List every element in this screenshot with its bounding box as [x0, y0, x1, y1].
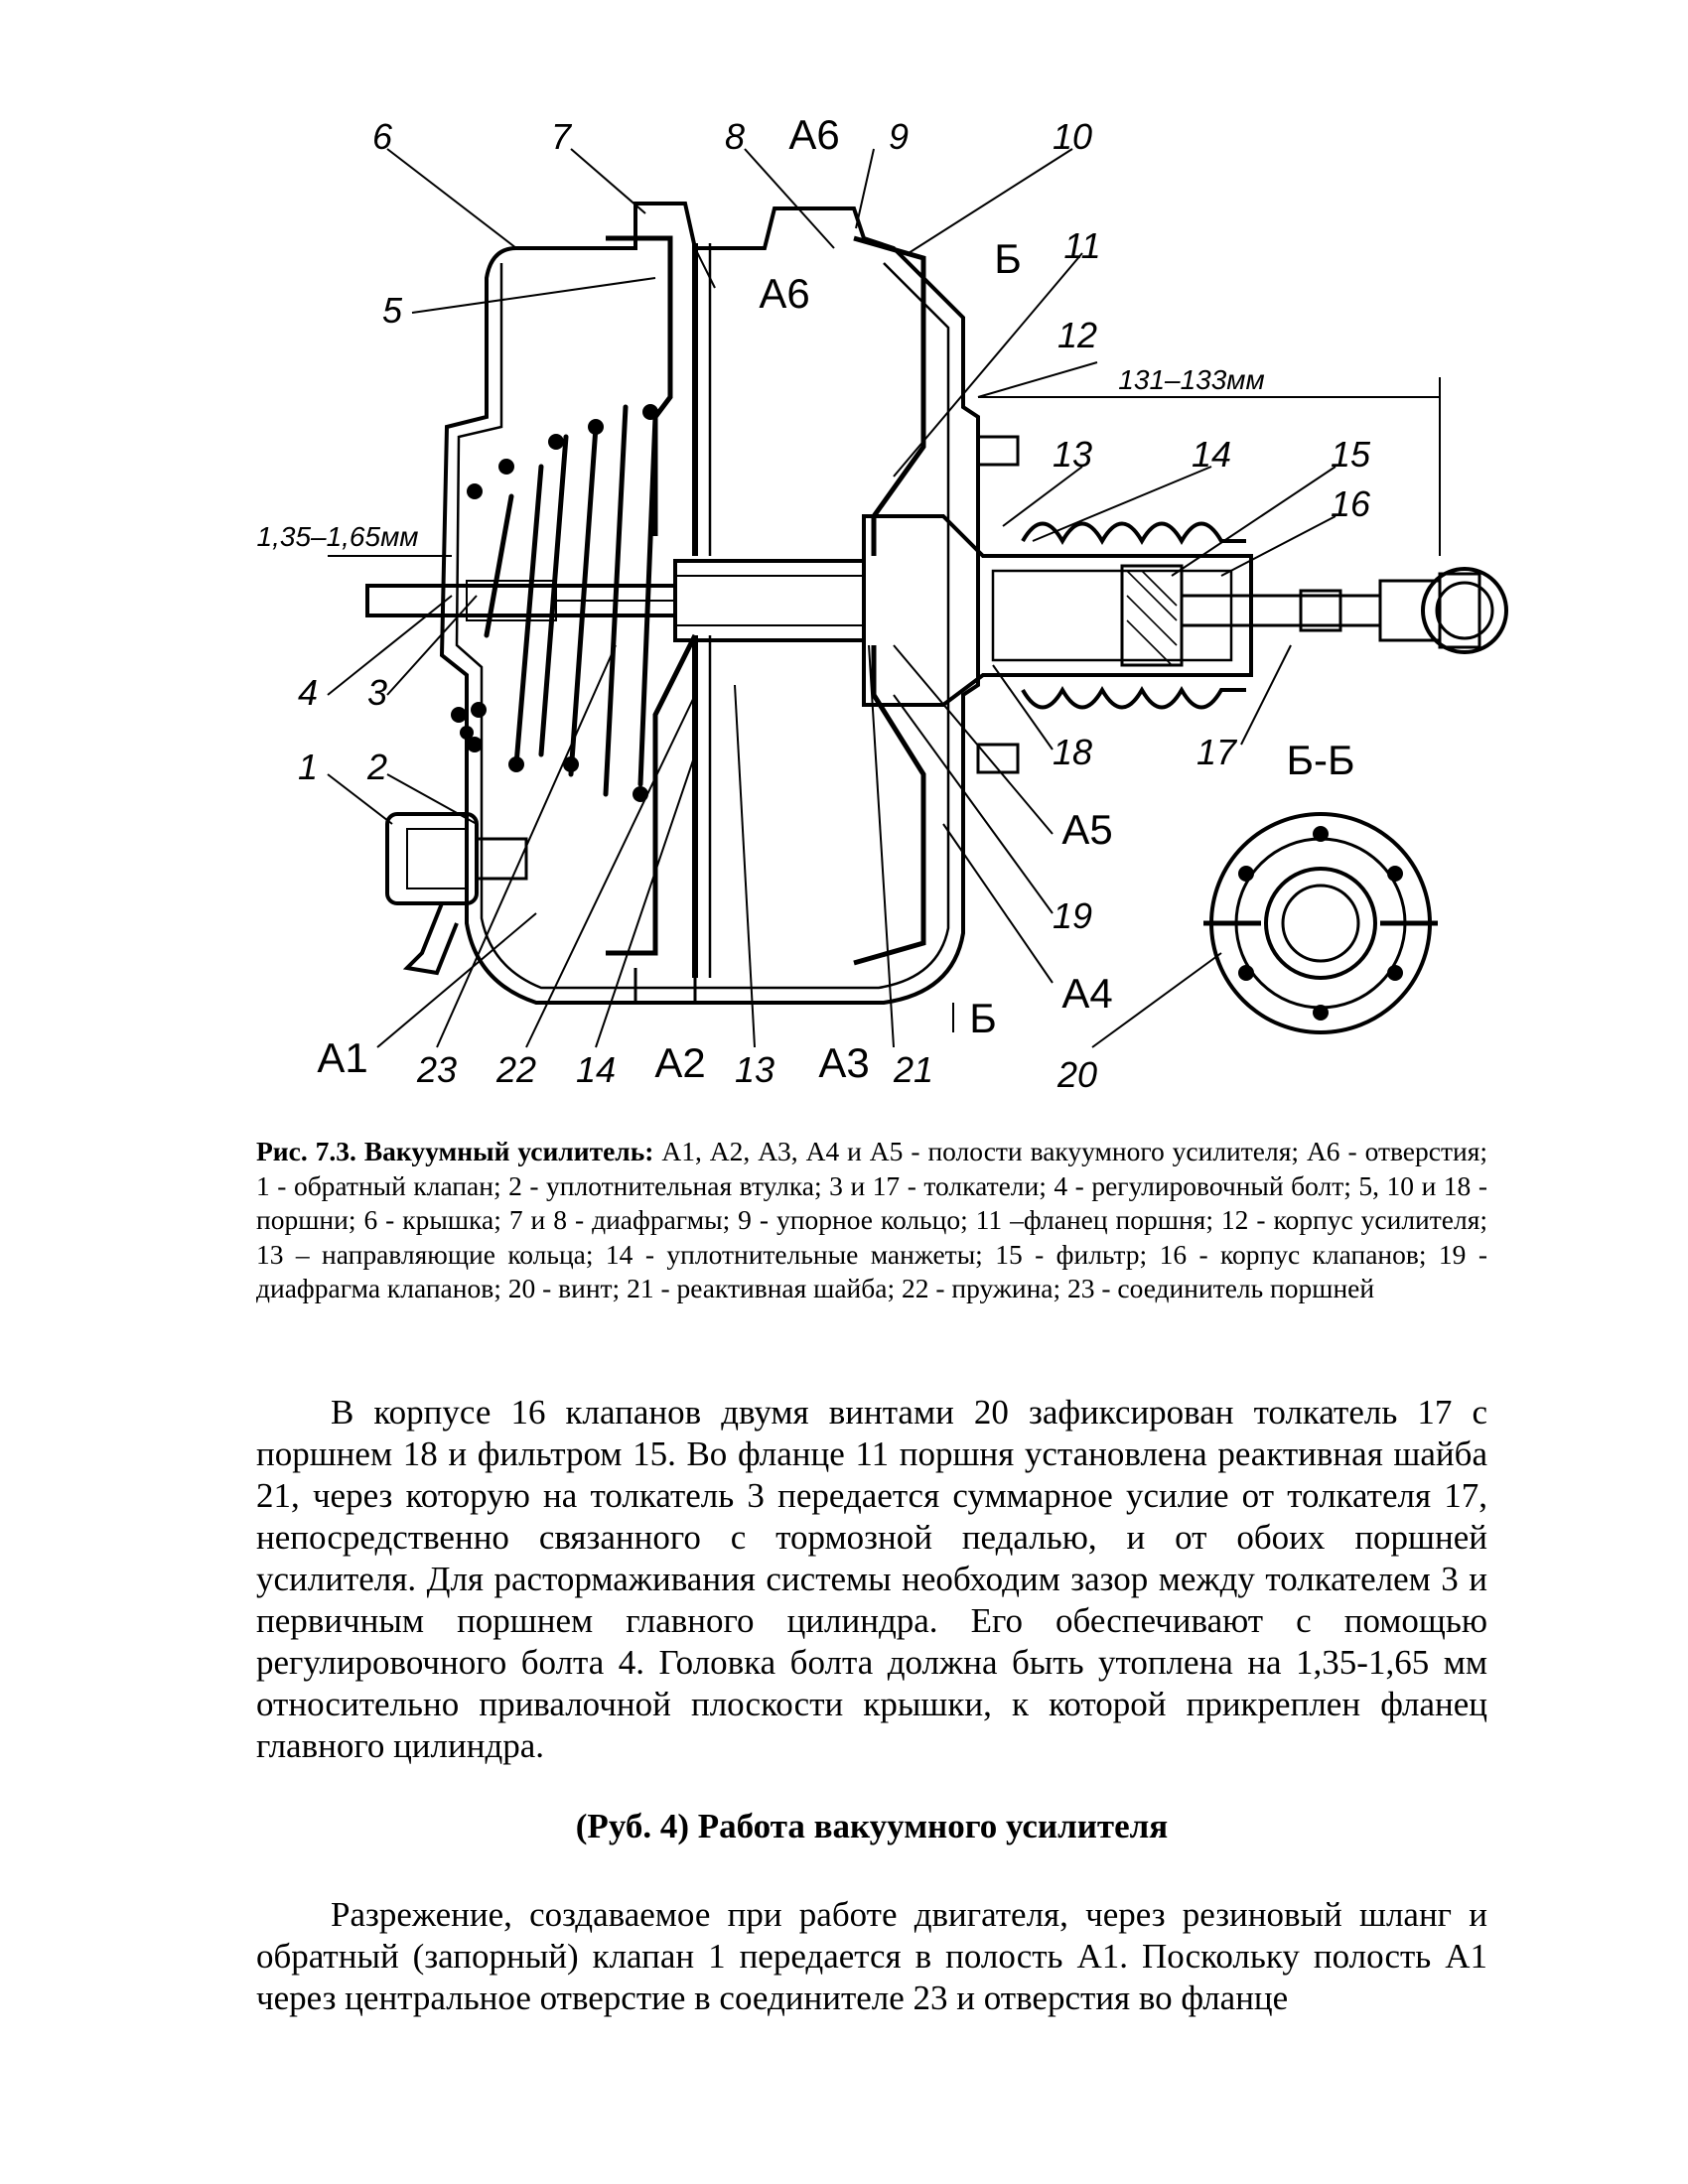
- label-a3: А3: [818, 1039, 869, 1086]
- label-9: 9: [889, 116, 909, 157]
- label-7: 7: [551, 116, 573, 157]
- label-section-b-top: Б: [994, 235, 1022, 282]
- label-13: 13: [1053, 434, 1092, 475]
- label-17: 17: [1196, 732, 1238, 772]
- label-14-right: 14: [1192, 434, 1231, 475]
- caption-text: А1, А2, А3, А4 и А5 - полости вакуумного…: [256, 1136, 1487, 1303]
- label-15: 15: [1331, 434, 1371, 475]
- label-1: 1: [298, 747, 318, 787]
- label-a5: А5: [1061, 806, 1112, 853]
- label-21: 21: [893, 1049, 933, 1090]
- label-a1: А1: [317, 1034, 367, 1081]
- label-section-b-bottom: Б: [969, 995, 997, 1041]
- label-6: 6: [372, 116, 393, 157]
- label-3: 3: [367, 672, 387, 713]
- caption-title: Рис. 7.3. Вакуумный усилитель:: [256, 1136, 654, 1166]
- vacuum-booster-drawing: 6 7 8 А6 9 10 А6 Б 11 12 13 14 15 16 131…: [257, 111, 1508, 1095]
- label-19: 19: [1053, 895, 1092, 936]
- label-10: 10: [1053, 116, 1092, 157]
- label-23: 23: [416, 1049, 457, 1090]
- figure-caption: Рис. 7.3. Вакуумный усилитель: А1, А2, А…: [256, 1135, 1487, 1306]
- label-2: 2: [366, 747, 387, 787]
- label-13-bottom: 13: [735, 1049, 774, 1090]
- label-a6-top: А6: [788, 111, 839, 158]
- label-a4: А4: [1061, 970, 1112, 1017]
- dimension-gap: 1,35–1,65мм: [257, 521, 419, 552]
- label-section-bb: Б-Б: [1286, 737, 1354, 783]
- label-4: 4: [298, 672, 318, 713]
- label-a6-mid: А6: [759, 270, 809, 317]
- label-8: 8: [725, 116, 745, 157]
- label-11: 11: [1063, 225, 1100, 266]
- label-5: 5: [382, 290, 403, 331]
- section-heading: (Руб. 4) Работа вакуумного усилителя: [575, 1807, 1169, 1845]
- label-14-bottom: 14: [576, 1049, 616, 1090]
- label-16: 16: [1331, 483, 1371, 524]
- paragraph-2: Разрежение, создаваемое при работе двига…: [256, 1895, 1487, 2017]
- label-a2: А2: [654, 1039, 705, 1086]
- label-12: 12: [1057, 315, 1097, 355]
- label-20: 20: [1056, 1054, 1097, 1095]
- dimension-131-133: 131–133мм: [1118, 364, 1264, 395]
- vacuum-booster-figure: 6 7 8 А6 9 10 А6 Б 11 12 13 14 15 16 131…: [257, 111, 1508, 1095]
- paragraph-1: В корпусе 16 клапанов двумя винтами 20 з…: [256, 1393, 1487, 1765]
- label-18: 18: [1053, 732, 1092, 772]
- label-22: 22: [495, 1049, 536, 1090]
